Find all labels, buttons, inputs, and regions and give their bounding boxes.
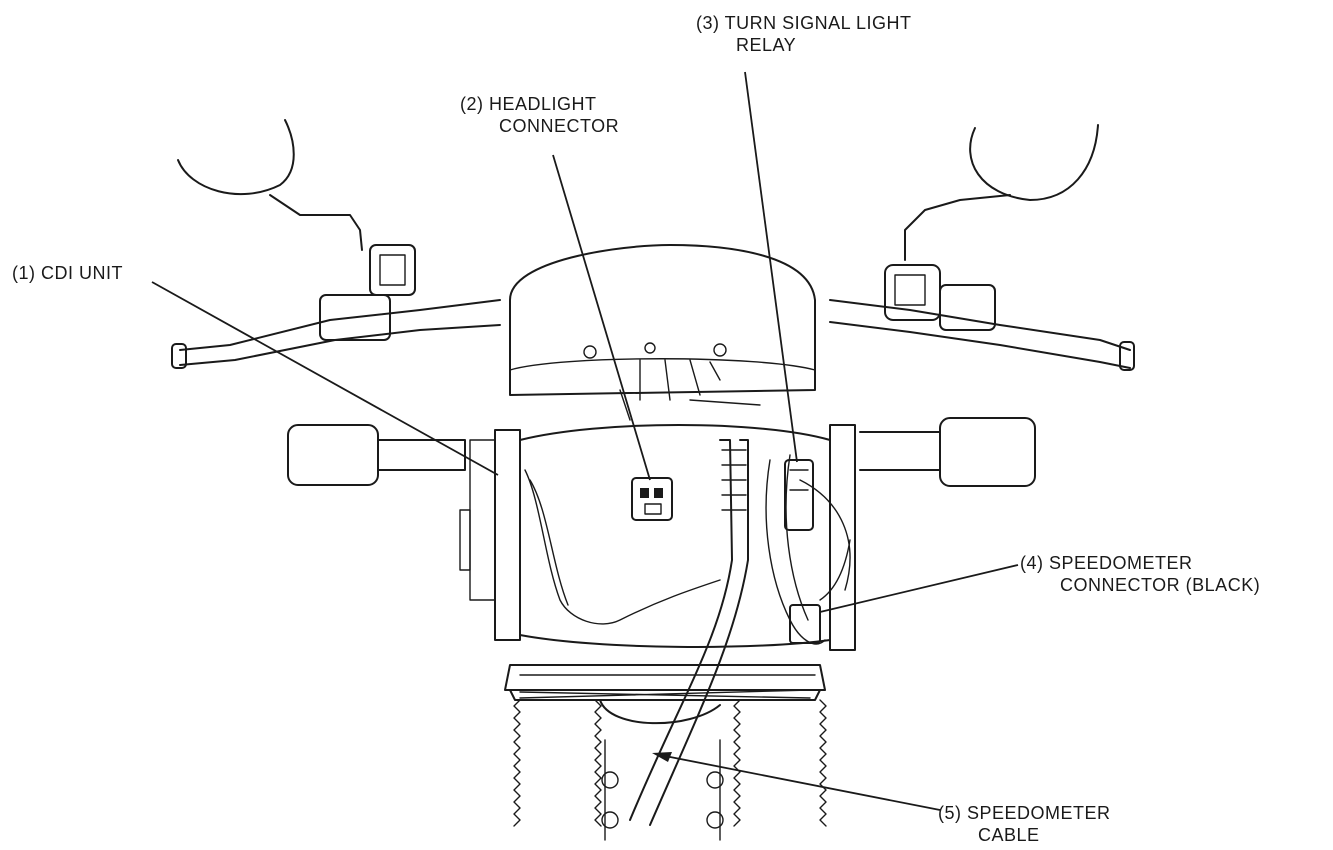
label-speedometer-connector-line2: CONNECTOR (BLACK)	[1060, 575, 1261, 595]
right-switch-housing	[884, 264, 996, 331]
label-turn-signal-relay-line1: (3) TURN SIGNAL LIGHT	[696, 13, 912, 33]
turn-signal-relay-part	[784, 459, 814, 531]
label-headlight-connector-line2: CONNECTOR	[499, 116, 620, 136]
leader-lines	[151, 71, 1019, 811]
fork-crown	[504, 664, 826, 701]
leader-headlight-connector	[552, 154, 651, 481]
left-mirror	[177, 119, 363, 251]
label-headlight-connector-line1: (2) HEADLIGHT	[460, 94, 597, 114]
left-turn-signal	[287, 424, 466, 486]
label-cdi-unit: (1) CDI UNIT	[12, 262, 123, 284]
label-speedometer-connector-line1: (4) SPEEDOMETER	[1020, 553, 1193, 573]
instrument-housing	[509, 244, 816, 421]
leader-cdi-unit	[151, 281, 499, 476]
label-cdi-unit-text: (1) CDI UNIT	[12, 263, 123, 283]
leader-speedometer-connector	[819, 564, 1019, 613]
right-mirror	[904, 124, 1099, 261]
label-speedometer-cable-line1: (5) SPEEDOMETER	[938, 803, 1111, 823]
label-turn-signal-relay-line2: RELAY	[736, 35, 797, 55]
handlebar	[171, 299, 1135, 371]
label-speedometer-cable: (5) SPEEDOMETER CABLE	[938, 802, 1111, 846]
left-switch-housing	[319, 244, 416, 341]
label-headlight-connector: (2) HEADLIGHT CONNECTOR	[460, 93, 619, 137]
label-turn-signal-relay: (3) TURN SIGNAL LIGHT RELAY	[696, 12, 912, 56]
label-speedometer-connector: (4) SPEEDOMETER CONNECTOR (BLACK)	[1020, 552, 1260, 596]
leader-turn-signal-relay	[744, 71, 798, 463]
right-turn-signal	[859, 417, 1036, 487]
leader-speedometer-cable	[659, 754, 941, 811]
fork-tubes	[513, 699, 827, 841]
headlight-connector-part	[631, 477, 673, 521]
arrow-speedometer-cable	[652, 752, 672, 762]
label-speedometer-cable-line2: CABLE	[978, 825, 1040, 845]
speedometer-connector-part	[789, 539, 851, 644]
headlight-bracket	[459, 424, 856, 651]
